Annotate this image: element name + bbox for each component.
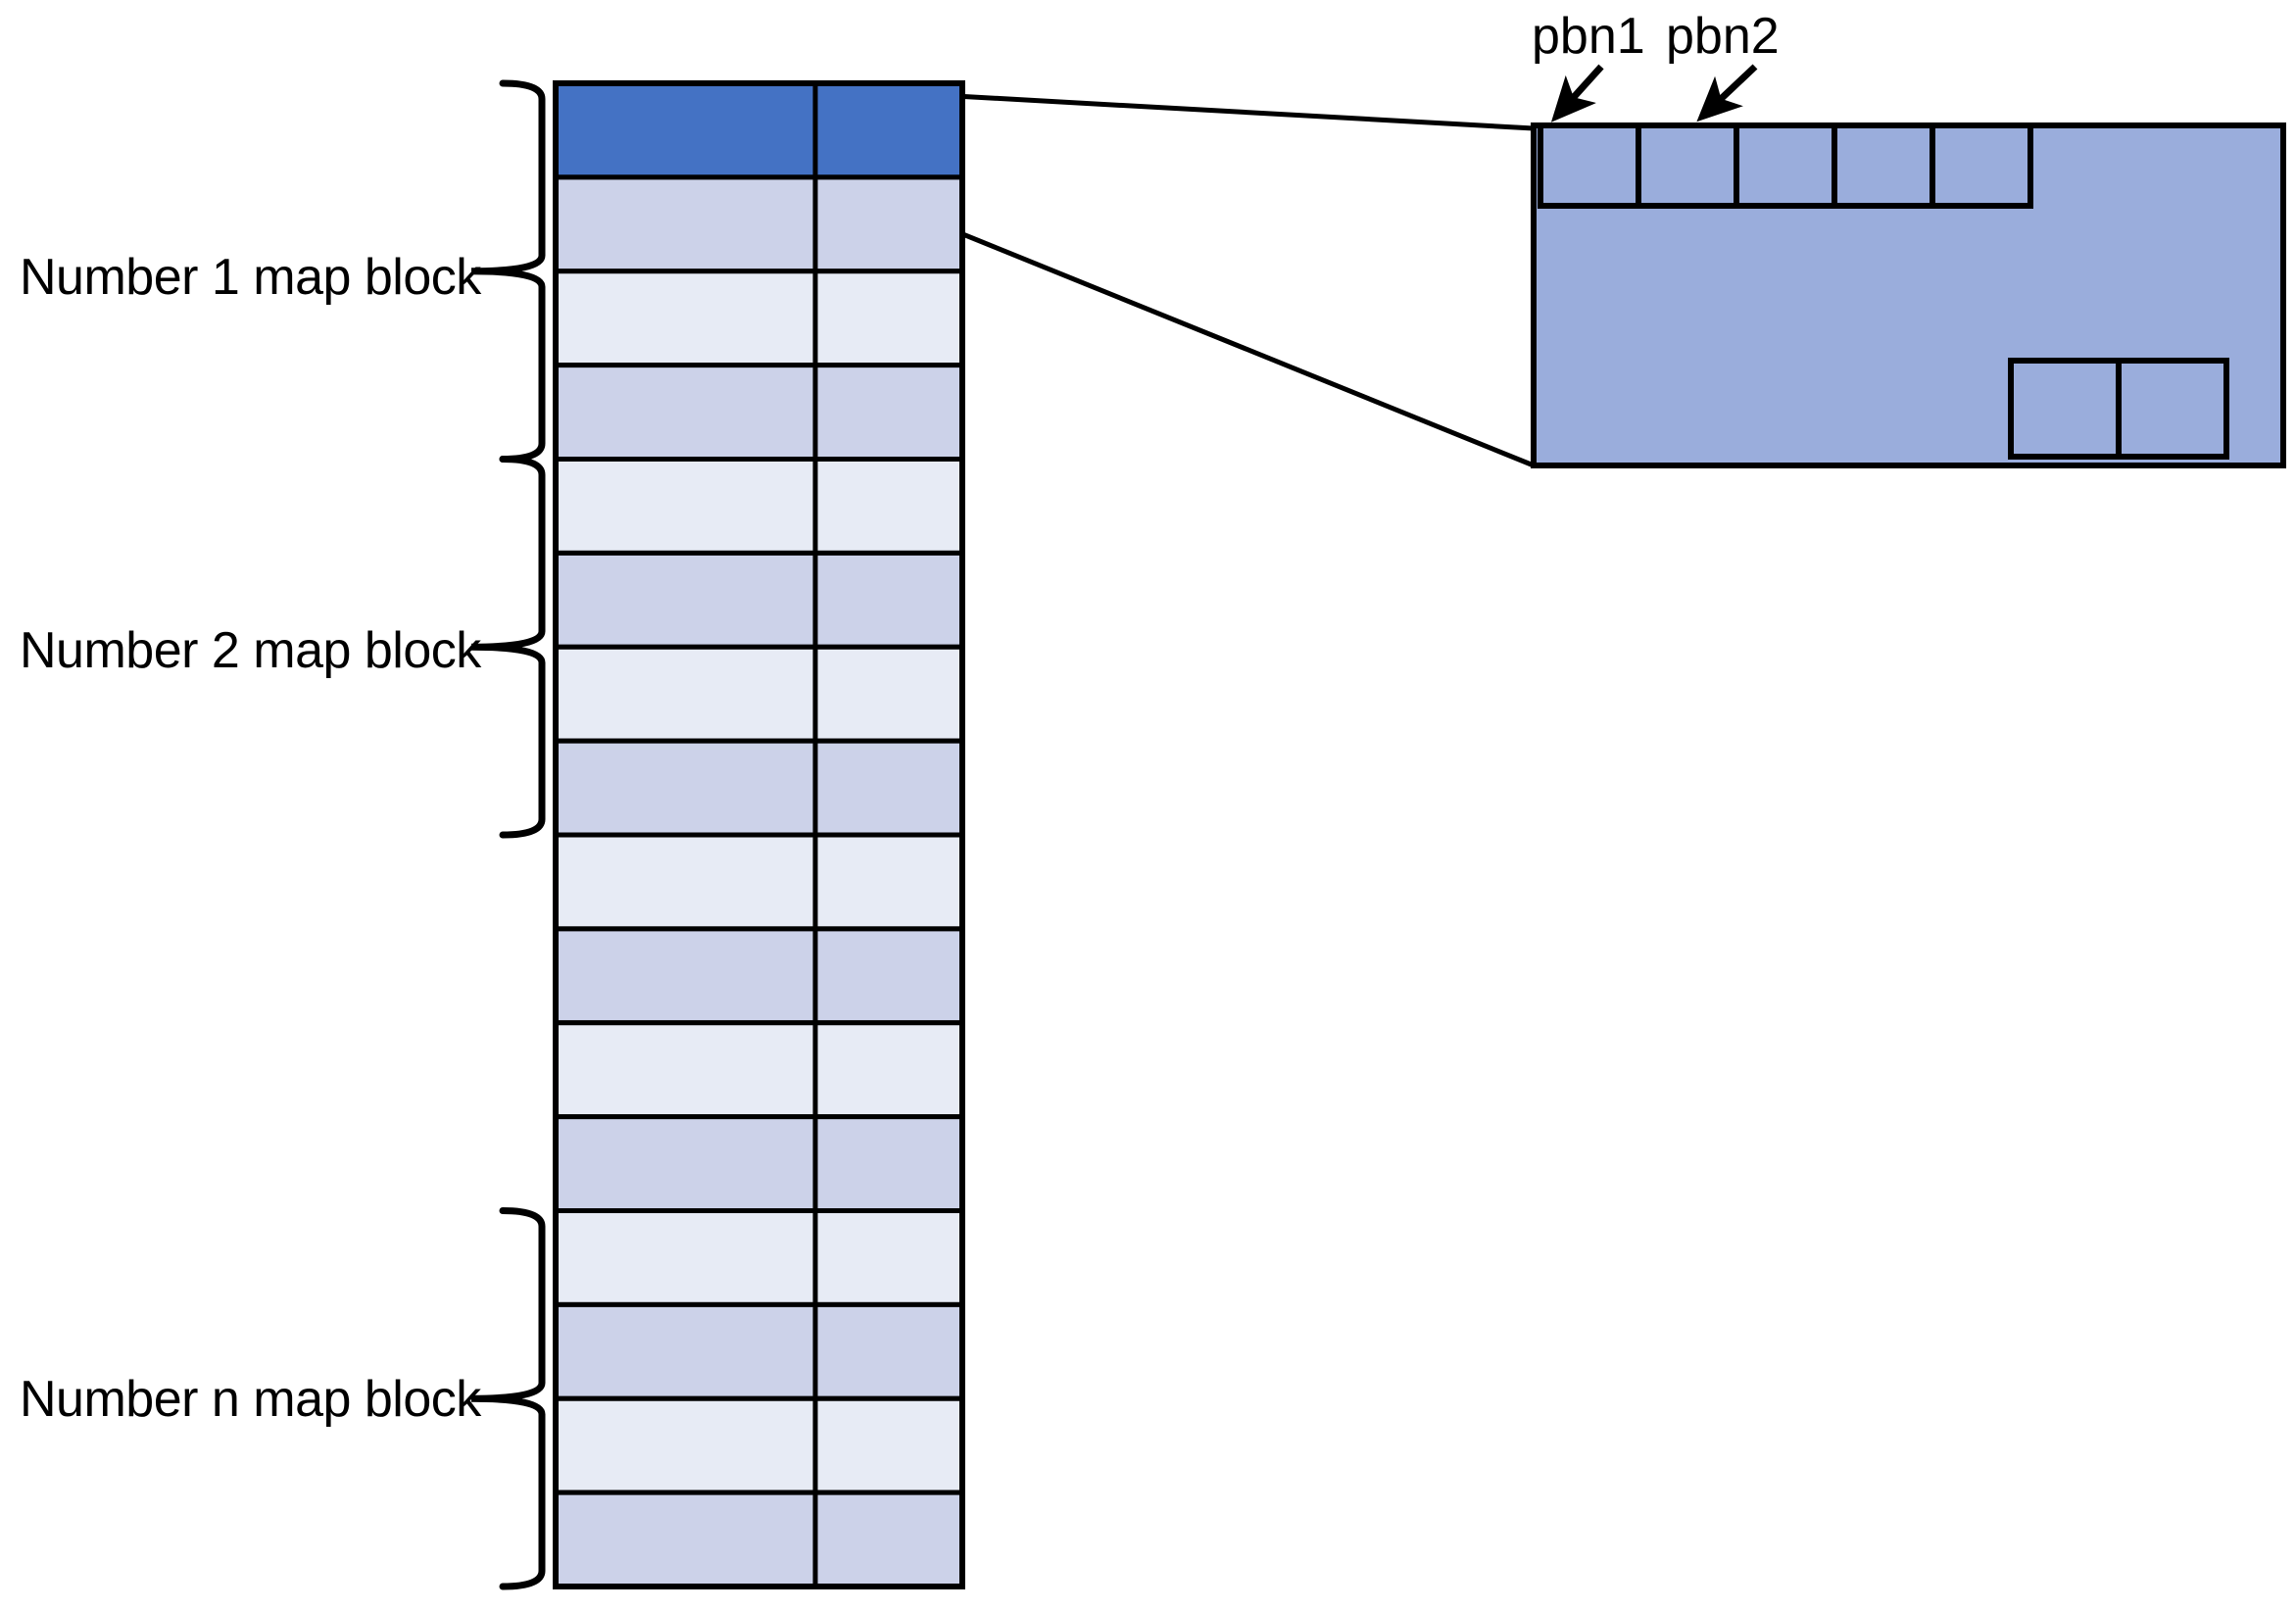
bracket-block-n (470, 1207, 546, 1590)
detail-top-cell-4[interactable] (1832, 122, 1935, 209)
table-cell-left-row-16[interactable] (553, 1489, 818, 1589)
table-cell-right-row-2[interactable] (812, 174, 965, 274)
table-cell-left-row-9[interactable] (553, 832, 818, 932)
pbn-arrows (1550, 64, 1758, 122)
table-cell-left-row-3[interactable] (553, 268, 818, 368)
table-cell-right-row-3[interactable] (812, 268, 965, 368)
detail-top-cell-3[interactable] (1734, 122, 1837, 209)
pbn1-label: pbn1 (1532, 8, 1645, 65)
bracket-block-1 (470, 79, 546, 463)
table-cell-right-row-14[interactable] (812, 1301, 965, 1401)
detail-top-cell-1[interactable] (1538, 122, 1641, 209)
detail-bottom-cell-2[interactable] (2116, 358, 2229, 460)
arrow-pbn2 (1696, 64, 1758, 122)
table-cell-right-row-7[interactable] (812, 644, 965, 744)
table-cell-left-row-13[interactable] (553, 1208, 818, 1307)
table-cell-right-row-16[interactable] (812, 1489, 965, 1589)
detail-panel[interactable] (1531, 122, 2286, 468)
pbn2-label: pbn2 (1666, 8, 1780, 65)
detail-top-cell-2[interactable] (1636, 122, 1739, 209)
table-cell-left-row-12[interactable] (553, 1114, 818, 1213)
table-cell-left-row-6[interactable] (553, 550, 818, 650)
table-cell-right-row-8[interactable] (812, 738, 965, 838)
table-cell-left-row-14[interactable] (553, 1301, 818, 1401)
table-cell-left-row-4[interactable] (553, 363, 818, 462)
table-cell-right-row-4[interactable] (812, 363, 965, 462)
table-cell-right-row-1[interactable] (812, 80, 965, 180)
table-cell-left-row-2[interactable] (553, 174, 818, 274)
bracket-label-block-2: Number 2 map block (20, 622, 481, 679)
detail-top-cell-5[interactable] (1930, 122, 2033, 209)
table-cell-right-row-9[interactable] (812, 832, 965, 932)
table-cell-left-row-1[interactable] (553, 80, 818, 180)
table-cell-right-row-5[interactable] (812, 457, 965, 556)
bracket-label-block-n: Number n map block (20, 1371, 481, 1428)
bracket-block-2 (470, 456, 546, 839)
table-cell-left-row-11[interactable] (553, 1020, 818, 1120)
table-cell-left-row-15[interactable] (553, 1395, 818, 1495)
bracket-label-block-1: Number 1 map block (20, 249, 481, 306)
table-cell-right-row-13[interactable] (812, 1208, 965, 1307)
table-cell-right-row-15[interactable] (812, 1395, 965, 1495)
detail-bottom-cell-1[interactable] (2008, 358, 2122, 460)
table-cell-right-row-6[interactable] (812, 550, 965, 650)
table-cell-right-row-11[interactable] (812, 1020, 965, 1120)
table-cell-left-row-10[interactable] (553, 926, 818, 1026)
table-cell-left-row-7[interactable] (553, 644, 818, 744)
map-block-table[interactable] (553, 80, 965, 1589)
table-cell-left-row-5[interactable] (553, 457, 818, 556)
arrow-pbn1 (1550, 64, 1604, 122)
table-outer-border (553, 80, 965, 1589)
table-cell-left-row-8[interactable] (553, 738, 818, 838)
table-cell-right-row-10[interactable] (812, 926, 965, 1026)
block-brackets (470, 79, 546, 1590)
table-cell-right-row-12[interactable] (812, 1114, 965, 1213)
